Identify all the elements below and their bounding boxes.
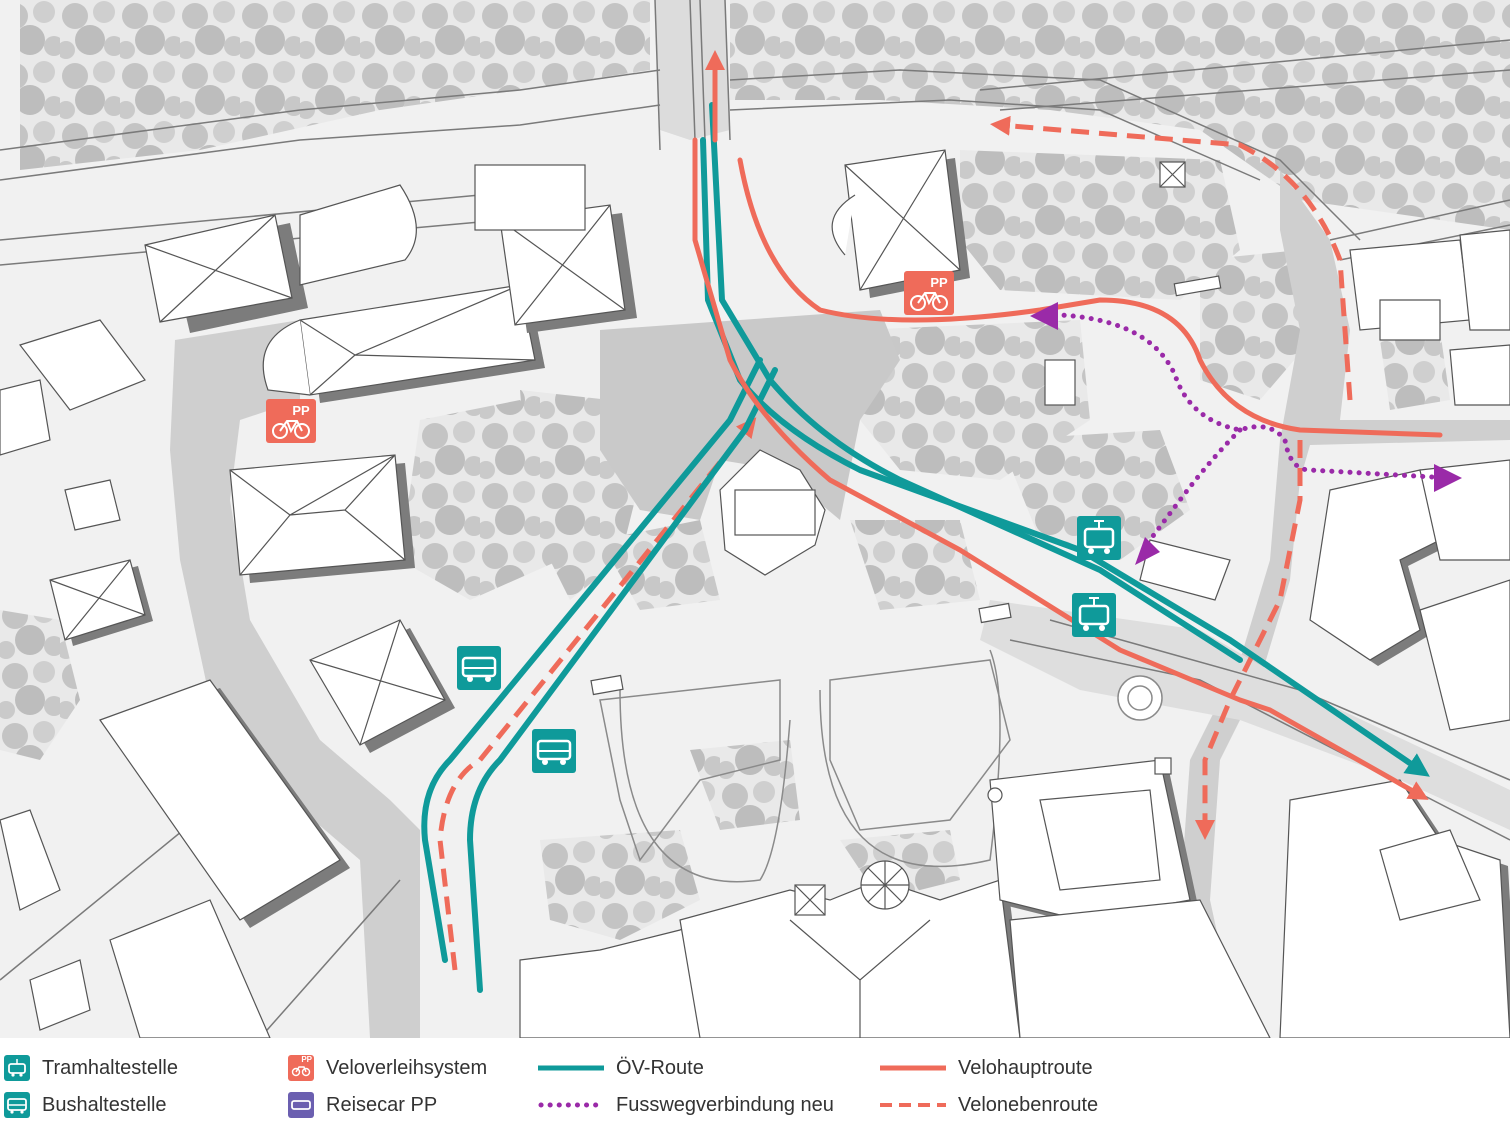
legend-item-main-bike-route: Velohauptroute	[880, 1053, 1093, 1083]
bike-rental-icon: PP	[288, 1055, 314, 1081]
bike-rental-icon[interactable]: PP	[904, 271, 954, 315]
legend-item-secondary-bike-route: Velonebenroute	[880, 1090, 1098, 1120]
secondary-bike-routes	[437, 115, 1353, 971]
legend-label: Velonebenroute	[958, 1093, 1099, 1116]
legend-label: Veloverleihsystem	[326, 1056, 488, 1079]
tram-stop-icon[interactable]	[1077, 516, 1121, 560]
legend-label: Velohauptroute	[958, 1056, 1093, 1079]
legend-label: Fusswegverbindung neu	[616, 1093, 834, 1116]
solid-salmon-line-icon	[880, 1065, 946, 1071]
footpath-arrowheads	[1030, 302, 1462, 565]
dotted-purple-line-icon	[538, 1102, 604, 1108]
legend-item-tram: Tramhaltestelle	[4, 1053, 178, 1083]
legend-label: ÖV-Route	[616, 1056, 704, 1079]
new-footpath-routes	[1057, 312, 1453, 543]
legend-item-footpath: Fusswegverbindung neu	[538, 1090, 834, 1120]
coach-parking-icon	[288, 1092, 314, 1118]
legend-label: Tramhaltestelle	[42, 1056, 178, 1079]
buildings	[0, 149, 1510, 1038]
site-plan-map: PP PP	[0, 0, 1510, 1038]
dashed-salmon-line-icon	[880, 1103, 946, 1107]
southeast-street	[980, 600, 1510, 830]
main-bike-routes	[692, 50, 1443, 800]
bus-stop-icon[interactable]	[532, 729, 576, 773]
solid-teal-line-icon	[538, 1065, 604, 1071]
bike-rental-icon[interactable]: PP	[266, 399, 316, 443]
tram-stop-icon[interactable]	[1072, 593, 1116, 637]
tree-areas	[0, 0, 1510, 940]
legend-item-pt-route: ÖV-Route	[538, 1053, 704, 1083]
park-paths	[599, 649, 1163, 883]
benches	[590, 275, 1222, 696]
bike-rental-badge: PP	[930, 275, 948, 290]
west-road	[170, 320, 420, 1038]
bike-rental-badge: PP	[292, 403, 310, 418]
map-legend: Tramhaltestelle Bushaltestelle PP Velove…	[0, 1040, 1510, 1123]
bus-stop-icon[interactable]	[457, 646, 501, 690]
legend-item-bus: Bushaltestelle	[4, 1090, 167, 1120]
tram-icon	[4, 1055, 30, 1081]
bus-icon	[4, 1092, 30, 1118]
legend-item-coach-parking: Reisecar PP	[288, 1090, 437, 1120]
legend-label: Reisecar PP	[326, 1093, 438, 1116]
legend-label: Bushaltestelle	[42, 1093, 167, 1116]
legend-item-bike-rental: PP Veloverleihsystem	[288, 1053, 487, 1083]
bike-rental-badge: PP	[301, 1055, 312, 1064]
